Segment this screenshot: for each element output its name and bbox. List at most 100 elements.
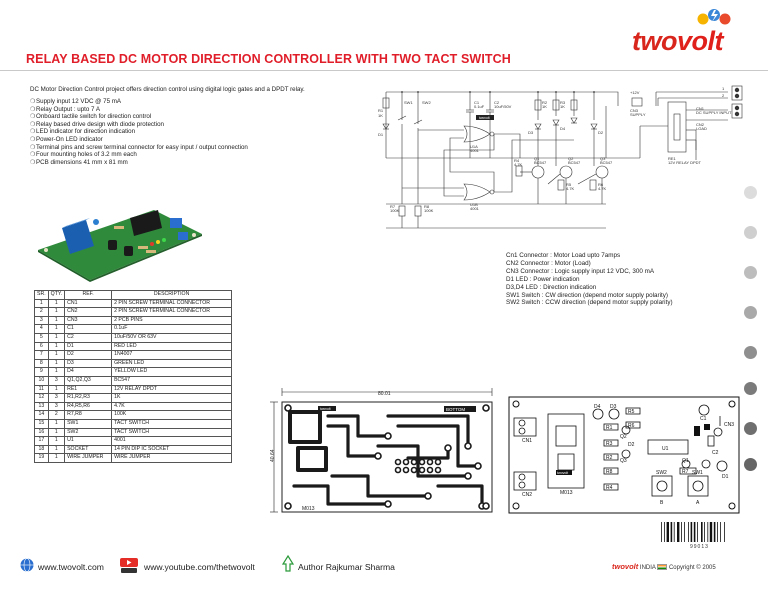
youtube-icon <box>120 558 138 573</box>
bom-desc-cell: 14 PIN DIP IC SOCKET <box>111 444 233 455</box>
schematic-label: 0.1uF <box>474 104 485 109</box>
schematic-label: 12V RELAY DPDT <box>668 160 702 165</box>
layout-label: Q2 <box>620 434 627 440</box>
bom-qty-cell: 1 <box>47 298 66 309</box>
pcb-bottom-layout: 80.01 40.64 BOTTOM twovolt M013 <box>270 388 493 513</box>
side-decoration-dots <box>744 186 760 471</box>
feature-item: ❍Relay based drive design with diode pro… <box>30 120 164 128</box>
bom-sr-cell: 5 <box>34 332 49 343</box>
logo-bolt-icon <box>697 9 731 25</box>
feature-item: ❍Supply input 12 VDC @ 75 mA <box>30 98 122 105</box>
barcode-bar <box>670 522 673 542</box>
schematic-label: +12V <box>630 90 640 95</box>
bom-desc-cell: 2 PIN SCREW TERMINAL CONNECTOR <box>111 298 233 309</box>
bom-sr-cell: 11 <box>34 384 49 395</box>
copyright-year: © 2005 <box>696 565 716 571</box>
schematic-label: D2 <box>598 130 604 135</box>
bom-desc-cell: RED LED <box>111 341 233 352</box>
bom-ref-cell: Q1,Q2,Q3 <box>64 375 113 386</box>
bom-ref-cell: D2 <box>64 350 113 360</box>
bom-qty-cell: 1 <box>47 427 66 438</box>
bom-ref-cell: RE1 <box>64 384 113 395</box>
feature-item: ❍Relay Output : upto 7 A <box>30 105 100 113</box>
side-dot <box>744 226 757 239</box>
schematic-label: D1 <box>378 132 384 137</box>
bullet-icon: ❍ <box>30 120 36 128</box>
bom-desc-cell: WIRE JUMPER <box>111 453 233 463</box>
bom-col-ref: REF. <box>64 290 113 300</box>
bom-ref-cell: CN1 <box>64 298 113 309</box>
layout-label: C1 <box>700 416 707 422</box>
schematic-brand-label: twovolt <box>479 116 490 120</box>
barcode <box>661 522 725 542</box>
bom-ref-cell: D4 <box>64 367 113 377</box>
bom-sr-cell: 4 <box>34 324 49 334</box>
bom-qty-cell: 3 <box>47 393 66 403</box>
bom-qty-cell: 1 <box>47 453 66 463</box>
barcode-bar <box>684 522 685 542</box>
twovolt-logo: twovolt <box>632 8 752 55</box>
bom-ref-cell: D1 <box>64 341 113 352</box>
schematic-label: SW2 <box>422 100 431 105</box>
schematic-label: 1K <box>542 104 547 109</box>
bom-sr-cell: 9 <box>34 367 49 377</box>
pcb-top-code: BOTTOM <box>446 407 465 412</box>
layout-label: SW1 <box>692 470 703 476</box>
schematic-label: U1B <box>470 202 478 207</box>
barcode-bar <box>707 522 709 542</box>
schematic-label: BC547 <box>534 160 547 165</box>
layout-brand: twovolt <box>557 471 568 475</box>
barcode-bar <box>673 522 675 542</box>
bullet-icon: ❍ <box>30 128 36 136</box>
bom-qty-cell: 1 <box>47 332 66 343</box>
youtube-link[interactable]: www.youtube.com/thetwovolt <box>144 562 255 572</box>
barcode-bar <box>720 522 721 542</box>
side-dot <box>744 266 757 279</box>
schematic-label: C1 <box>474 100 480 105</box>
layout-label: R4 <box>606 485 613 491</box>
bom-sr-cell: 19 <box>34 453 49 463</box>
schematic-label: U1A <box>470 144 478 149</box>
schematic-label: R7 <box>390 204 396 209</box>
layout-label: B <box>660 500 664 506</box>
bom-sr-cell: 10 <box>34 375 49 386</box>
feature-list: ❍Supply input 12 VDC @ 75 mA ❍Relay Outp… <box>30 98 248 166</box>
footer: www.twovolt.com www.youtube.com/thetwovo… <box>0 552 768 582</box>
schematic-label: DC SUPPLY INPUT <box>696 110 732 115</box>
schematic-label: D4 <box>560 126 566 131</box>
bom-desc-cell: BC547 <box>111 375 233 386</box>
bom-ref-cell: C2 <box>64 332 113 343</box>
feature-item: ❍PCB dimensions 41 mm x 81 mm <box>30 158 128 166</box>
layout-label: CN2 <box>522 492 532 498</box>
schematic-label: 4.7K <box>514 162 523 167</box>
bom-header-row: SR. QTY. REF. DESCRIPTION <box>34 290 233 300</box>
side-dot <box>744 186 757 199</box>
bom-desc-cell: TACT SWITCH <box>111 418 233 429</box>
feature-item: ❍Power-On LED indicator <box>30 135 103 143</box>
bullet-icon: ❍ <box>30 143 36 151</box>
bom-sr-cell: 14 <box>34 410 49 420</box>
bom-qty-cell: 1 <box>47 358 66 369</box>
schematic-label: R4 <box>514 158 520 163</box>
schematic-label: BC547 <box>600 160 613 165</box>
schematic-label: Q3 <box>600 156 606 161</box>
bom-qty-cell: 3 <box>47 375 66 386</box>
website-link[interactable]: www.twovolt.com <box>38 562 104 572</box>
barcode-bar <box>717 522 718 542</box>
note-item: D3,D4 LED : Direction indication <box>506 283 597 291</box>
bom-desc-cell: 1N4007 <box>111 350 233 360</box>
bom-sr-cell: 2 <box>34 307 49 317</box>
bom-sr-cell: 16 <box>34 427 49 438</box>
bom-qty-cell: 3 <box>47 401 66 412</box>
schematic-label: CN2 <box>696 122 705 127</box>
bom-sr-cell: 17 <box>34 436 49 446</box>
bom-col-sr: SR. <box>34 290 49 300</box>
barcode-bar <box>690 522 693 542</box>
layout-label: D2 <box>628 442 635 448</box>
